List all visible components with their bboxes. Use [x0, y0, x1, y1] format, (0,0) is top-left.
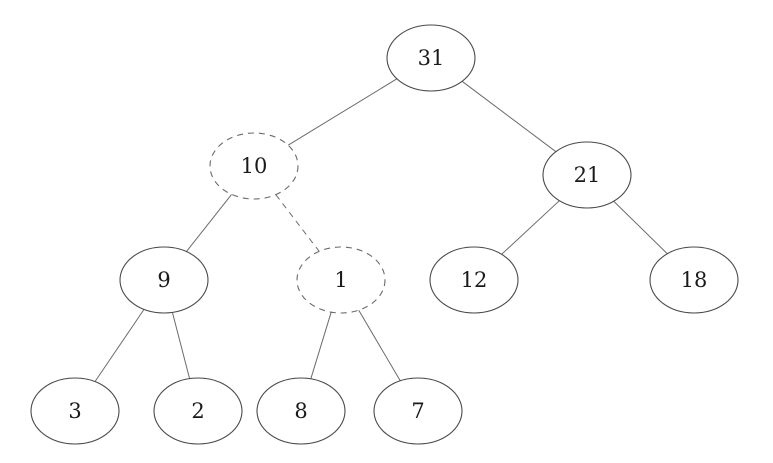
- edge-21-to-12: [501, 200, 560, 255]
- node-label: 31: [418, 46, 445, 70]
- tree-node-1: 1: [296, 246, 386, 314]
- node-label: 21: [574, 163, 601, 187]
- edge-1-to-7: [358, 309, 401, 382]
- edge-31-to-10: [287, 78, 398, 146]
- tree-node-8: 8: [256, 377, 346, 445]
- tree-node-21: 21: [542, 141, 632, 209]
- node-ellipse: [209, 132, 299, 200]
- node-ellipse: [153, 377, 243, 445]
- node-label: 9: [157, 268, 170, 292]
- tree-node-3: 3: [30, 377, 120, 445]
- node-ellipse: [649, 246, 739, 314]
- tree-edges: [94, 78, 668, 382]
- tree-node-31: 31: [386, 24, 476, 92]
- node-label: 18: [681, 268, 708, 292]
- tree-node-12: 12: [429, 246, 519, 314]
- tree-node-2: 2: [153, 377, 243, 445]
- node-label: 10: [241, 154, 268, 178]
- tree-node-7: 7: [373, 377, 463, 445]
- edge-10-to-9: [186, 194, 232, 252]
- node-ellipse: [386, 24, 476, 92]
- tree-node-18: 18: [649, 246, 739, 314]
- node-ellipse: [429, 246, 519, 314]
- edge-1-to-8: [310, 312, 332, 379]
- edge-9-to-2: [171, 312, 191, 379]
- edge-21-to-18: [613, 200, 668, 255]
- node-ellipse: [30, 377, 120, 445]
- node-label: 3: [68, 399, 81, 423]
- edge-10-to-1: [275, 194, 320, 252]
- node-ellipse: [542, 141, 632, 209]
- edge-31-to-21: [461, 80, 557, 153]
- node-label: 12: [461, 268, 488, 292]
- node-ellipse: [119, 246, 209, 314]
- node-label: 7: [411, 399, 424, 423]
- node-label: 8: [294, 399, 307, 423]
- node-ellipse: [296, 246, 386, 314]
- node-label: 2: [191, 399, 204, 423]
- node-ellipse: [373, 377, 463, 445]
- tree-nodes: 31 10 21 9 1 12 18 3 2 8 7: [30, 24, 739, 445]
- tree-node-10: 10: [209, 132, 299, 200]
- node-ellipse: [256, 377, 346, 445]
- edge-9-to-3: [94, 309, 145, 382]
- tree-node-9: 9: [119, 246, 209, 314]
- node-label: 1: [334, 268, 347, 292]
